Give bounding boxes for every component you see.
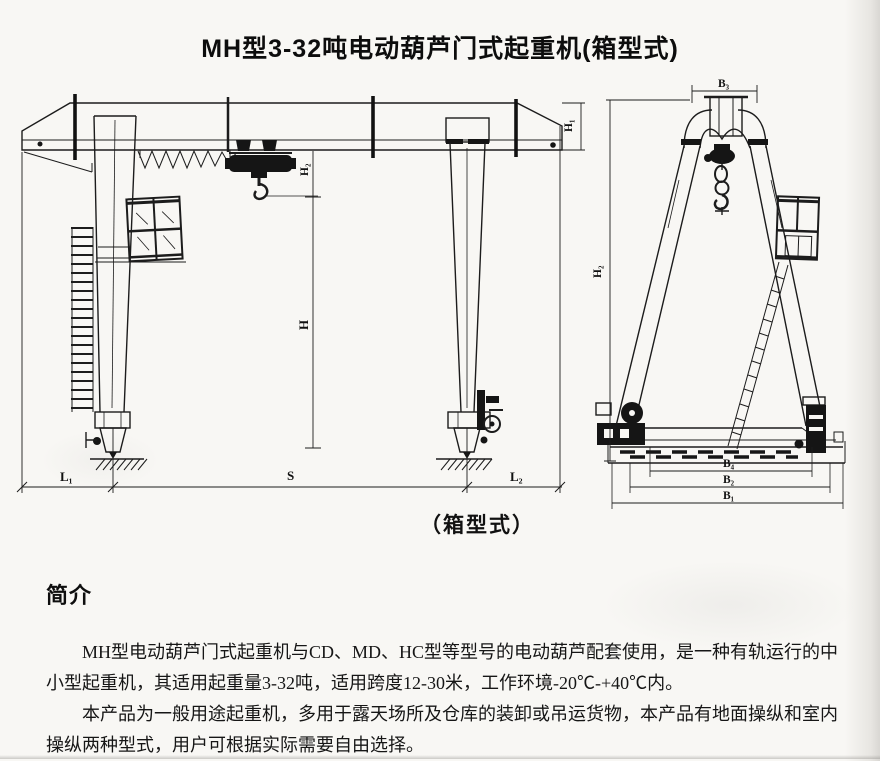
front-right-leg: [445, 117, 490, 413]
front-electric-hoist: [225, 140, 296, 201]
dim-label-B4: B₄: [723, 458, 735, 470]
dim-label-S: S: [287, 468, 294, 483]
ground-hatch-right: [436, 458, 493, 471]
side-top-cap: [681, 95, 768, 149]
side-left-bogie: [595, 402, 645, 445]
front-right-wheel-bogie: [447, 390, 503, 459]
front-access-ladder: [71, 227, 94, 412]
page-title: MH型3-32吨电动葫芦门式起重机(箱型式): [201, 34, 679, 63]
side-inclined-ladder: [727, 261, 789, 450]
side-legs: [615, 145, 825, 427]
side-right-bogie: [794, 396, 844, 453]
dim-label-L2: L₂: [510, 469, 523, 484]
side-hoist: [704, 144, 735, 215]
dim-label-H1: H₁: [563, 120, 575, 132]
dim-label-B1: B₁: [723, 490, 734, 502]
intro-heading: 简介: [46, 583, 93, 608]
side-operator-cabin: [774, 195, 821, 261]
intro-paragraph-2: 本产品为一般用途起重机，多用于露天场所及仓库的装卸或吊运货物，本产品有地面操纵和…: [46, 704, 838, 755]
front-operator-cabin: [125, 195, 184, 263]
scan-edge-shadow: [0, 755, 880, 759]
side-view: B₃ H₂ B₄ B₂ B₁: [592, 78, 846, 509]
hook-icon: [253, 182, 269, 201]
hook-icon: [713, 193, 729, 211]
front-dimension-lines: L₁ S L₂ H₂ H H₁: [16, 102, 585, 493]
side-dimension-lines: B₃ H₂ B₄ B₂ B₁: [592, 78, 844, 509]
drawing-caption: （箱型式）: [420, 514, 535, 537]
dim-label-B2: B₂: [723, 474, 735, 486]
front-left-leg: [93, 115, 186, 413]
crane-technical-drawing: L₁ S L₂ H₂ H H₁: [16, 78, 846, 509]
dim-label-H2-side: H₂: [592, 265, 604, 278]
front-view: L₁ S L₂ H₂ H H₁: [16, 94, 585, 493]
dim-label-H2-front: H₂: [299, 163, 311, 176]
intro-paragraph-1: MH型电动葫芦门式起重机与CD、MD、HC型等型号的电动葫芦配套使用，是一种有轨…: [46, 642, 839, 693]
intro-body: MH型电动葫芦门式起重机与CD、MD、HC型等型号的电动葫芦配套使用，是一种有轨…: [46, 637, 846, 761]
front-festoon-cable: [137, 149, 237, 170]
ground-hatch-left: [90, 458, 148, 471]
dim-label-B3: B₃: [718, 78, 730, 90]
front-left-wheel-bogie: [85, 411, 131, 459]
dim-label-L1: L₁: [60, 469, 73, 484]
dim-label-H: H: [296, 320, 311, 330]
